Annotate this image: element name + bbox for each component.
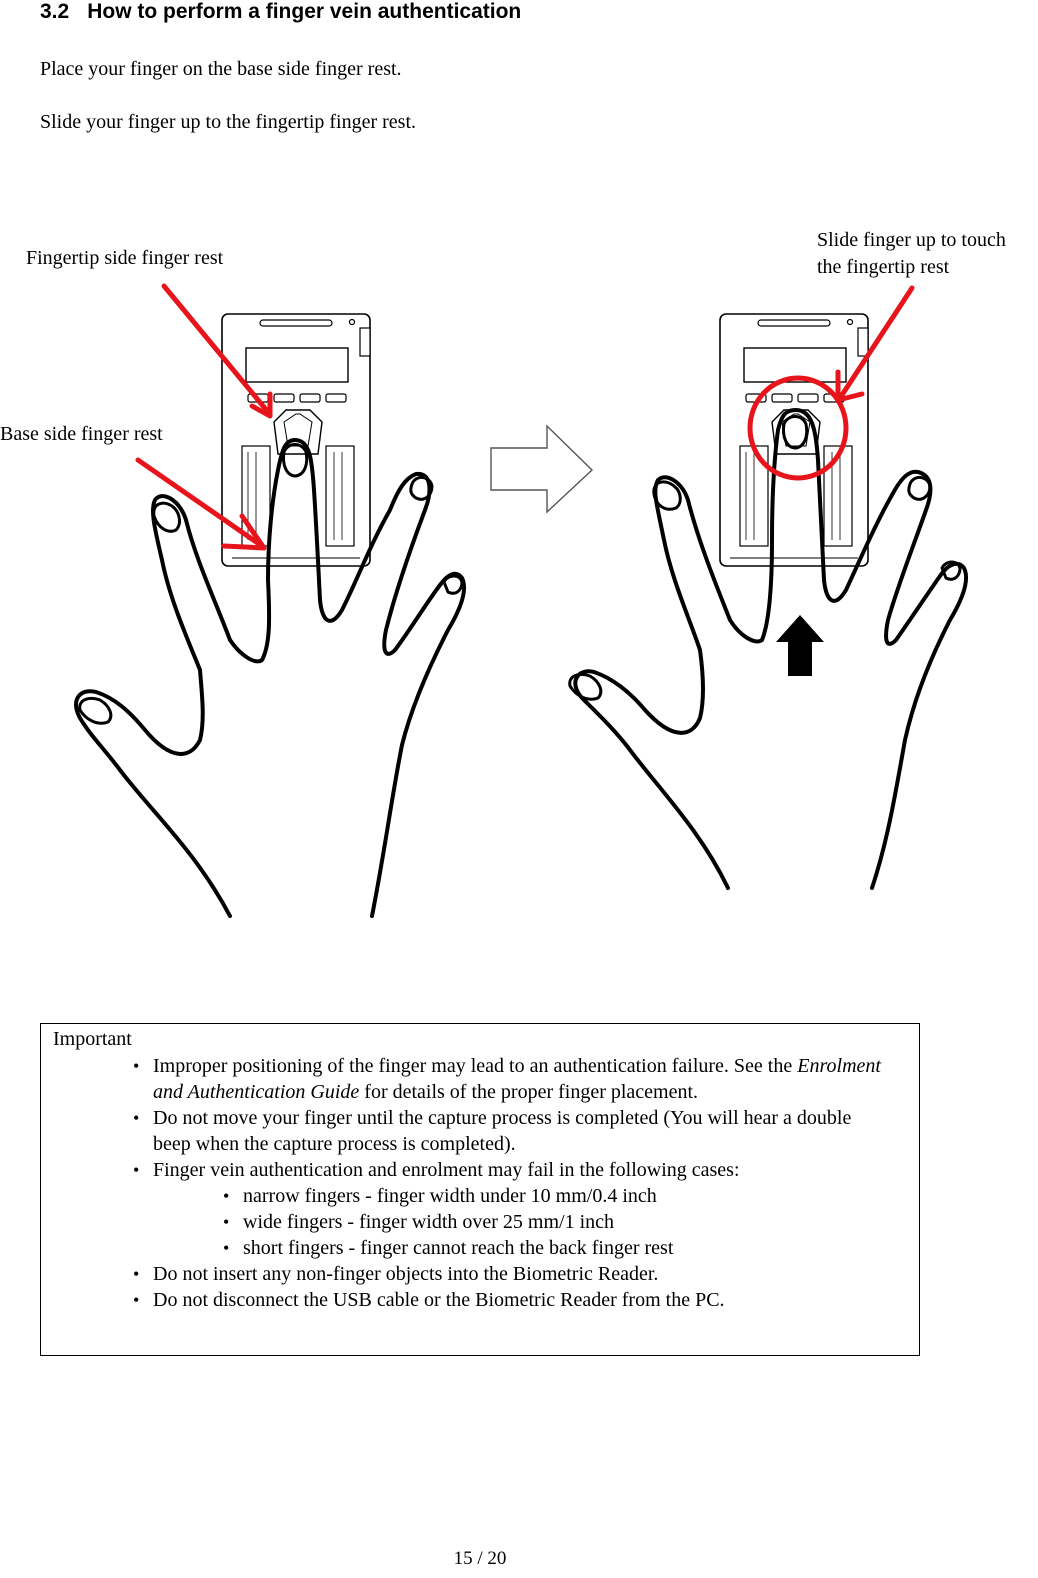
instruction-slide: Slide your finger up to the fingertip fi… (40, 111, 417, 133)
list-item: Improper positioning of the finger may l… (41, 1053, 891, 1105)
sub-list-item: wide fingers - finger width over 25 mm/1… (41, 1209, 921, 1235)
important-notice-box: Important Improper positioning of the fi… (40, 1023, 920, 1356)
list-item: Do not disconnect the USB cable or the B… (41, 1287, 891, 1313)
fingertip-rest-callout-arrow (161, 283, 273, 419)
right-arrow-icon (490, 424, 594, 514)
sub-list-item: narrow fingers - finger width under 10 m… (41, 1183, 921, 1209)
up-arrow-icon (776, 615, 824, 676)
section-heading: 3.2 How to perform a finger vein authenti… (40, 0, 521, 24)
sub-list-item: short fingers - finger cannot reach the … (41, 1235, 921, 1261)
list-item: Do not insert any non-finger objects int… (41, 1261, 891, 1287)
fingertip-rest-label: Fingertip side finger rest (26, 247, 224, 269)
important-title: Important (53, 1028, 132, 1050)
base-rest-label: Base side finger rest (0, 423, 163, 445)
section-number: 3.2 (40, 0, 70, 23)
slide-finger-callout-arrow (835, 285, 915, 403)
section-title: How to perform a finger vein authenticat… (87, 0, 522, 23)
slide-finger-label-line1: Slide finger up to touch (817, 229, 1006, 251)
list-item: Finger vein authentication and enrolment… (41, 1157, 891, 1183)
left-hand (74, 438, 467, 918)
page-number: 15 / 20 (453, 1548, 507, 1569)
finger-placement-illustration (74, 283, 969, 918)
base-rest-callout-arrow (135, 457, 267, 551)
instruction-place: Place your finger on the base side finge… (40, 58, 402, 80)
right-hand (568, 408, 969, 890)
fingertip-rest-highlight-circle (747, 375, 849, 481)
list-item: Do not move your finger until the captur… (41, 1105, 891, 1157)
slide-finger-label-line2: the fingertip rest (817, 256, 950, 278)
important-list: Improper positioning of the finger may l… (41, 1053, 921, 1313)
